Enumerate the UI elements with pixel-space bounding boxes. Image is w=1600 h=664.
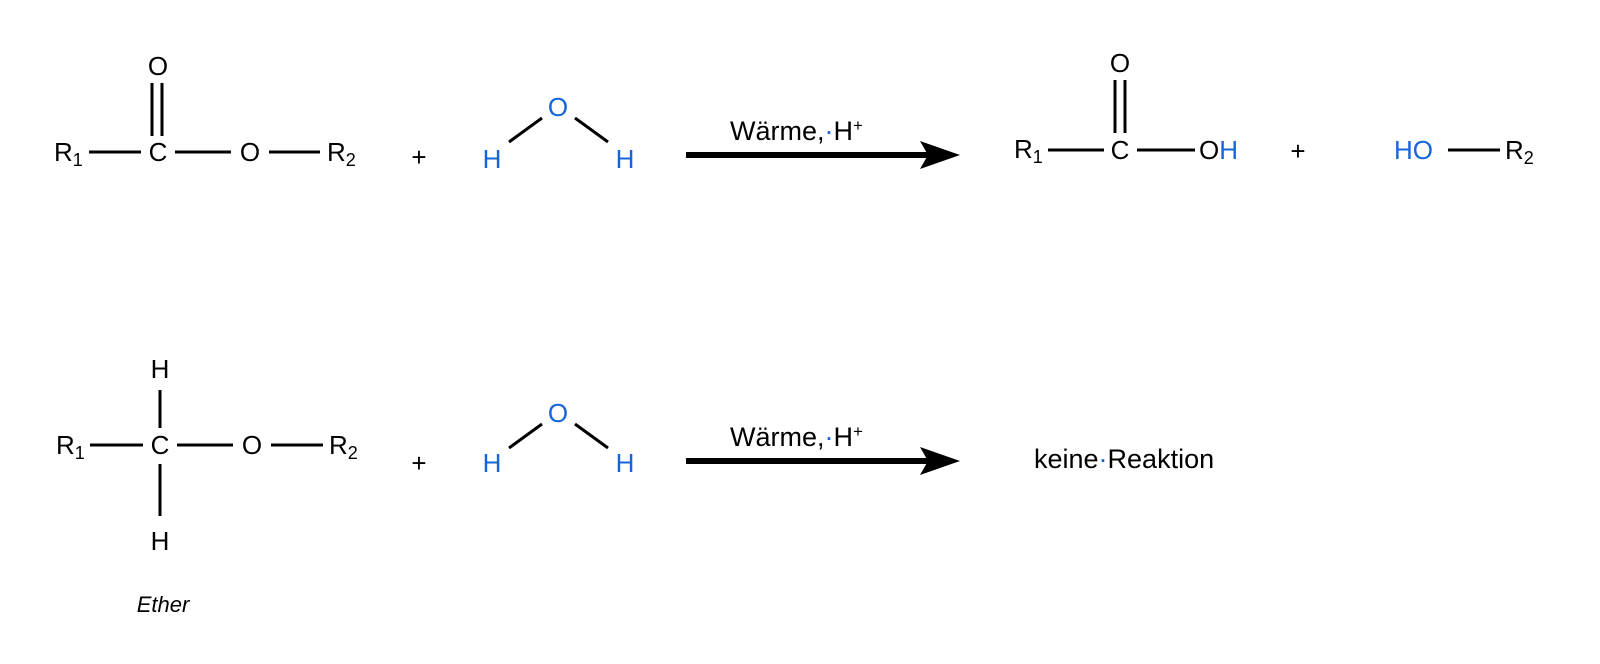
bond-h-o-left [508, 422, 543, 450]
alcohol-r2: R2 [1505, 135, 1534, 168]
plus-sign-1: + [411, 142, 426, 172]
ether-hydrogen-bottom: H [151, 526, 170, 556]
ether-oxygen: O [242, 430, 262, 460]
ester-ether-oxygen: O [240, 137, 260, 167]
ether-carbon: C [151, 430, 170, 460]
ester-r2: R2 [327, 137, 356, 170]
alcohol-hydroxyl: HO [1394, 135, 1433, 165]
ether-r1: R1 [56, 430, 85, 463]
ester-carbonyl-oxygen: O [148, 51, 168, 81]
water-oxygen: O [548, 398, 568, 428]
ester-molecule: R1 C O O R2 [54, 51, 356, 170]
ether-hydrogen-top: H [151, 354, 170, 384]
water-oxygen: O [548, 92, 568, 122]
acid-carbonyl-oxygen: O [1110, 48, 1130, 78]
ether-r2: R2 [329, 430, 358, 463]
water-molecule-2: O H H [483, 398, 635, 478]
water-molecule-1: O H H [483, 92, 635, 174]
acid-r1: R1 [1014, 134, 1043, 167]
alcohol-molecule: HO R2 [1394, 135, 1534, 168]
ester-r1: R1 [54, 137, 83, 170]
bond-o-h-right [574, 422, 609, 450]
reaction-1: R1 C O O R2 + O H H Wärme,·H+ R1 [54, 48, 1534, 174]
bond-o-h-right [574, 116, 609, 144]
reaction-arrow-1 [686, 141, 960, 169]
reaction-conditions-1: Wärme,·H+ [730, 116, 863, 146]
acid-carbon: C [1111, 135, 1130, 165]
reaction-arrow-2 [686, 447, 960, 475]
no-reaction-label: keine·Reaktion [1034, 444, 1214, 474]
water-hydrogen-left: H [483, 144, 502, 174]
reaction-conditions-2: Wärme,·H+ [730, 422, 863, 452]
ether-caption: Ether [137, 592, 191, 617]
reaction-2: R1 C H H O R2 Ether + O H H Wärme,·H+ [56, 354, 1214, 617]
plus-sign-3: + [411, 448, 426, 478]
plus-sign-2: + [1290, 136, 1305, 166]
acid-hydroxyl: OH [1199, 135, 1238, 165]
bond-h-o-left [508, 116, 543, 144]
ether-molecule: R1 C H H O R2 [56, 354, 358, 556]
water-hydrogen-left: H [483, 448, 502, 478]
water-hydrogen-right: H [616, 448, 635, 478]
ester-carbon: C [149, 137, 168, 167]
water-hydrogen-right: H [616, 144, 635, 174]
carboxylic-acid-molecule: R1 C O OH [1014, 48, 1238, 167]
